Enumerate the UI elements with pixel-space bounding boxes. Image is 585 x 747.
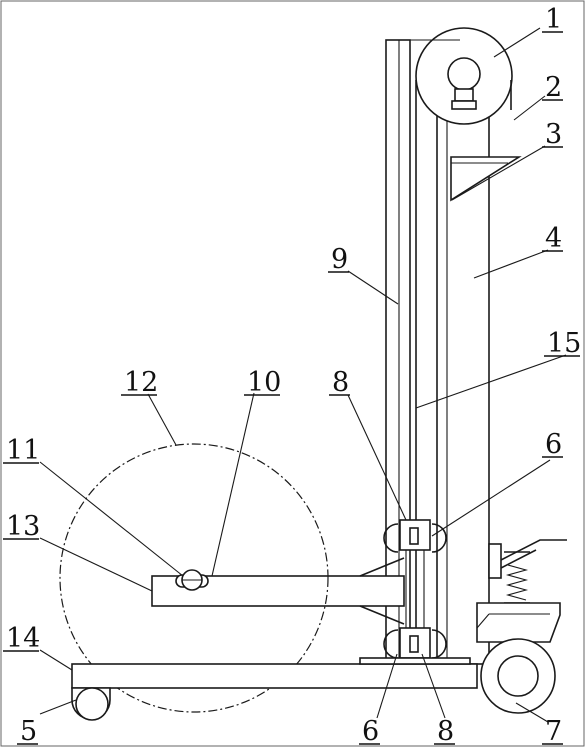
label-6-upper: 6 [542, 429, 563, 460]
leader-lines [39, 27, 567, 723]
svg-text:12: 12 [124, 367, 158, 398]
label-12: 12 [121, 367, 158, 398]
label-7: 7 [542, 716, 563, 747]
svg-text:15: 15 [547, 328, 581, 359]
svg-text:9: 9 [331, 244, 348, 275]
part-10-11-shaft [175, 569, 209, 591]
label-1: 1 [542, 4, 563, 35]
label-10: 10 [244, 367, 281, 398]
svg-text:6: 6 [362, 716, 379, 747]
svg-text:14: 14 [6, 623, 40, 654]
svg-text:4: 4 [545, 223, 562, 254]
label-14: 14 [3, 623, 40, 654]
svg-text:8: 8 [437, 716, 454, 747]
label-5: 5 [17, 716, 38, 747]
label-8-lower: 8 [434, 716, 455, 747]
part-4-rear-post [436, 107, 490, 665]
label-13: 13 [3, 511, 40, 542]
svg-text:8: 8 [332, 367, 349, 398]
part-1-top-pulley [415, 27, 513, 125]
svg-text:6: 6 [545, 429, 562, 460]
svg-text:2: 2 [545, 72, 562, 103]
part-14-base [71, 657, 478, 689]
svg-text:7: 7 [545, 716, 562, 747]
svg-text:5: 5 [20, 716, 37, 747]
part-7-rear-wheel [480, 638, 556, 714]
label-11: 11 [3, 435, 40, 466]
svg-text:10: 10 [247, 367, 281, 398]
svg-text:1: 1 [545, 4, 562, 35]
label-6-lower: 6 [359, 716, 380, 747]
svg-text:11: 11 [6, 435, 40, 466]
part-8-upper-slider [383, 519, 447, 553]
label-8-upper: 8 [329, 367, 350, 398]
part-5-caster [71, 687, 111, 721]
svg-text:3: 3 [545, 119, 562, 150]
label-15: 15 [544, 328, 581, 359]
label-4: 4 [542, 223, 563, 254]
part-12-roll [59, 443, 329, 713]
pedal-spring-mechanism [476, 539, 567, 643]
part-13-arm [151, 557, 405, 625]
label-9: 9 [328, 244, 349, 275]
part-15-rope [410, 39, 512, 660]
label-2: 2 [542, 72, 563, 103]
part-3-bracket [450, 156, 522, 202]
svg-text:13: 13 [6, 511, 40, 542]
label-3: 3 [542, 119, 563, 150]
